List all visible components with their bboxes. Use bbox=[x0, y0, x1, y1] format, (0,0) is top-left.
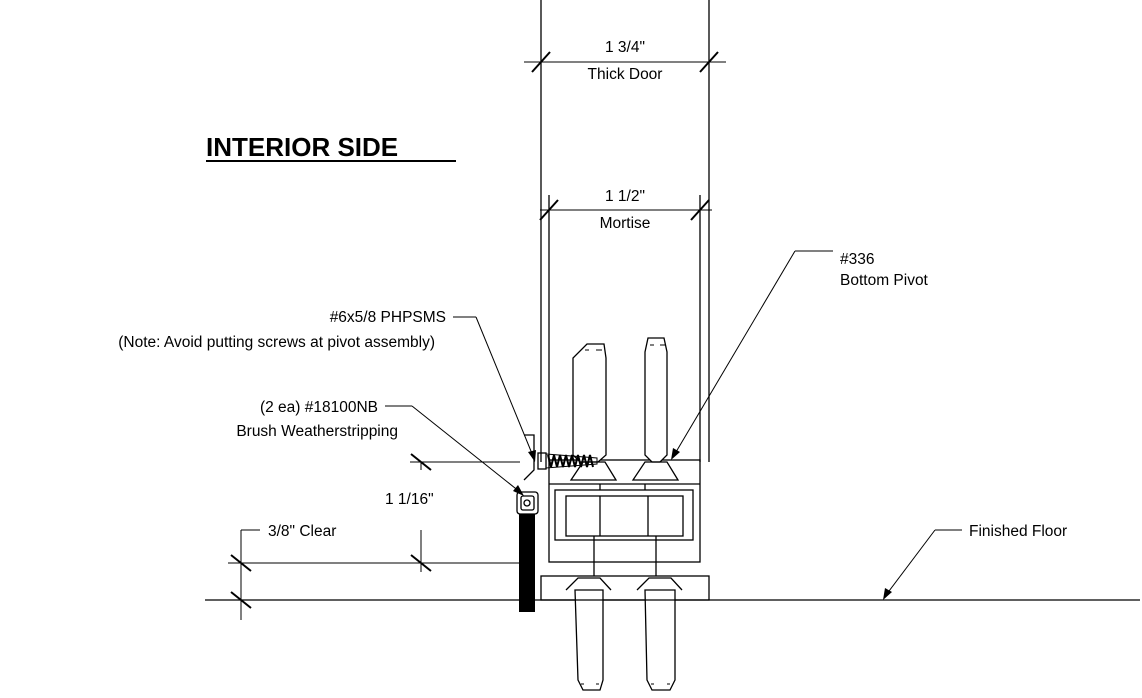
pivot-part-number: #336 bbox=[840, 251, 874, 268]
screw-note: (Note: Avoid putting screws at pivot ass… bbox=[118, 334, 435, 351]
callout-screw: #6x5/8 PHPSMS (Note: Avoid putting screw… bbox=[118, 309, 536, 462]
diagram-title: INTERIOR SIDE bbox=[206, 132, 398, 162]
floor-label: Finished Floor bbox=[969, 523, 1067, 540]
door-thickness-dimension: 1 3/4" Thick Door bbox=[524, 39, 726, 83]
callout-brush: (2 ea) #18100NB Brush Weatherstripping bbox=[236, 399, 524, 496]
lower-bolt-right bbox=[636, 577, 683, 691]
screw-part-number: #6x5/8 PHPSMS bbox=[330, 309, 446, 326]
phpsms-screw bbox=[537, 452, 598, 470]
brush-part-number: (2 ea) #18100NB bbox=[260, 399, 378, 416]
lower-bolt-left bbox=[565, 577, 612, 691]
clear-value: 3/8" Clear bbox=[268, 523, 336, 540]
mortise-value: 1 1/2" bbox=[605, 188, 645, 205]
callout-bottom-pivot: #336 Bottom Pivot bbox=[671, 250, 929, 460]
mortise-dimension: 1 1/2" Mortise bbox=[539, 188, 712, 232]
height-value: 1 1/16" bbox=[385, 491, 434, 508]
upper-bolt-right bbox=[631, 337, 680, 481]
pivot-label: Bottom Pivot bbox=[840, 272, 929, 289]
height-dimension: 1 1/16" bbox=[385, 453, 520, 572]
brush-label: Brush Weatherstripping bbox=[236, 423, 398, 440]
upper-bolt-left bbox=[569, 343, 618, 481]
clear-dimension: 3/8" Clear bbox=[228, 523, 520, 620]
callout-finished-floor: Finished Floor bbox=[883, 523, 1067, 600]
mortise-label: Mortise bbox=[600, 215, 651, 232]
bottom-pivot-assembly bbox=[540, 459, 710, 601]
door-thickness-value: 1 3/4" bbox=[605, 39, 645, 56]
door-thickness-label: Thick Door bbox=[588, 66, 663, 83]
